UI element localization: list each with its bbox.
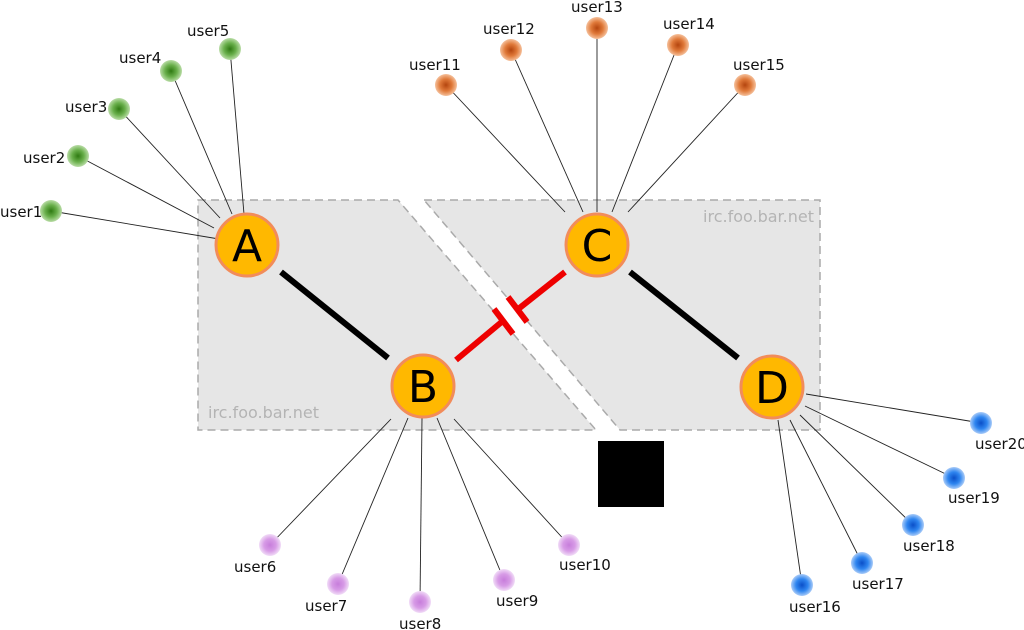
user-label-user2: user2 [23, 149, 65, 167]
server-a-label: A [232, 221, 262, 272]
server-a[interactable]: A [214, 212, 280, 278]
user-node-user12[interactable]: user12 [483, 20, 535, 61]
server-c-label: C [582, 221, 613, 272]
spoke-user2 [77, 155, 215, 229]
region-right [422, 199, 821, 431]
spoke-user8 [419, 417, 423, 603]
spoke-user3 [118, 108, 221, 219]
user-node-user11[interactable]: user11 [409, 56, 461, 96]
regions-layer: irc.foo.bar.net irc.foo.bar.net [197, 199, 821, 431]
user-label-user18: user18 [903, 537, 955, 555]
user-label-user19: user19 [948, 489, 1000, 507]
user-node-user14[interactable]: user14 [663, 15, 715, 56]
user-label-user15: user15 [733, 56, 785, 74]
spoke-user15 [627, 84, 746, 213]
server-d[interactable]: D [739, 354, 805, 420]
region-left [197, 199, 598, 431]
user-node-user18[interactable]: user18 [902, 514, 955, 555]
spoke-user12 [510, 49, 584, 213]
user-label-user7: user7 [305, 597, 347, 615]
spoke-user6 [269, 418, 392, 546]
links-layer [279, 269, 740, 363]
spoke-user7 [337, 417, 409, 585]
spoke-user9 [436, 417, 505, 581]
user-label-user12: user12 [483, 20, 535, 38]
link-break-bar-c [505, 295, 530, 324]
user-node-user20[interactable]: user20 [970, 412, 1024, 453]
user-label-user10: user10 [559, 556, 611, 574]
user-node-user17[interactable]: user17 [851, 552, 904, 593]
user-label-user16: user16 [789, 598, 841, 616]
user-label-user4: user4 [119, 49, 161, 67]
user-label-user13: user13 [571, 0, 623, 16]
user-node-user7[interactable]: user7 [305, 573, 349, 615]
spoke-user20 [805, 393, 982, 424]
spoke-user19 [804, 405, 955, 479]
user-label-user6: user6 [234, 558, 276, 576]
spoke-user18 [799, 414, 914, 526]
user-node-user13[interactable]: user13 [571, 0, 623, 39]
server-b-label: B [408, 362, 438, 413]
spoke-user16 [777, 419, 803, 586]
user-node-user9[interactable]: user9 [493, 569, 538, 610]
spoke-user17 [789, 419, 863, 564]
black-block [598, 441, 664, 507]
user-node-user19[interactable]: user19 [943, 467, 1000, 507]
spoke-user14 [611, 44, 679, 213]
link-break-bar-b [491, 307, 516, 336]
spokes-layer [50, 28, 982, 603]
user-node-user5[interactable]: user5 [187, 22, 241, 60]
spoke-user11 [445, 84, 566, 213]
servers-layer: A B C D [214, 212, 805, 420]
user-node-user16[interactable]: user16 [789, 574, 841, 616]
link-b-c-segment-b [454, 317, 506, 363]
region-right-label: irc.foo.bar.net [703, 207, 814, 226]
user-label-user9: user9 [496, 592, 538, 610]
spoke-user5 [229, 48, 245, 215]
region-left-label: irc.foo.bar.net [208, 403, 319, 422]
link-a-b [279, 269, 390, 361]
server-b[interactable]: B [390, 353, 456, 419]
user-node-user8[interactable]: user8 [399, 591, 441, 630]
user-label-user17: user17 [852, 575, 904, 593]
user-label-user5: user5 [187, 22, 229, 40]
user-label-user20: user20 [975, 435, 1024, 453]
user-label-user11: user11 [409, 56, 461, 74]
user-node-user10[interactable]: user10 [558, 534, 611, 574]
user-label-user1: user1 [0, 203, 42, 221]
user-label-user8: user8 [399, 615, 441, 630]
spoke-user10 [453, 418, 570, 546]
user-node-user6[interactable]: user6 [234, 534, 281, 576]
user-label-user14: user14 [663, 15, 715, 33]
link-b-c-segment-c [515, 269, 567, 313]
link-c-d [628, 269, 740, 361]
user-node-user4[interactable]: user4 [119, 49, 182, 82]
user-node-user15[interactable]: user15 [733, 56, 785, 96]
server-c[interactable]: C [564, 212, 630, 278]
user-label-user3: user3 [65, 98, 107, 116]
user-node-user1[interactable]: user1 [0, 200, 62, 222]
spoke-user4 [170, 70, 233, 215]
server-d-label: D [755, 363, 789, 414]
user-node-user3[interactable]: user3 [65, 98, 130, 120]
user-node-user2[interactable]: user2 [23, 145, 89, 167]
spoke-user1 [50, 210, 226, 241]
